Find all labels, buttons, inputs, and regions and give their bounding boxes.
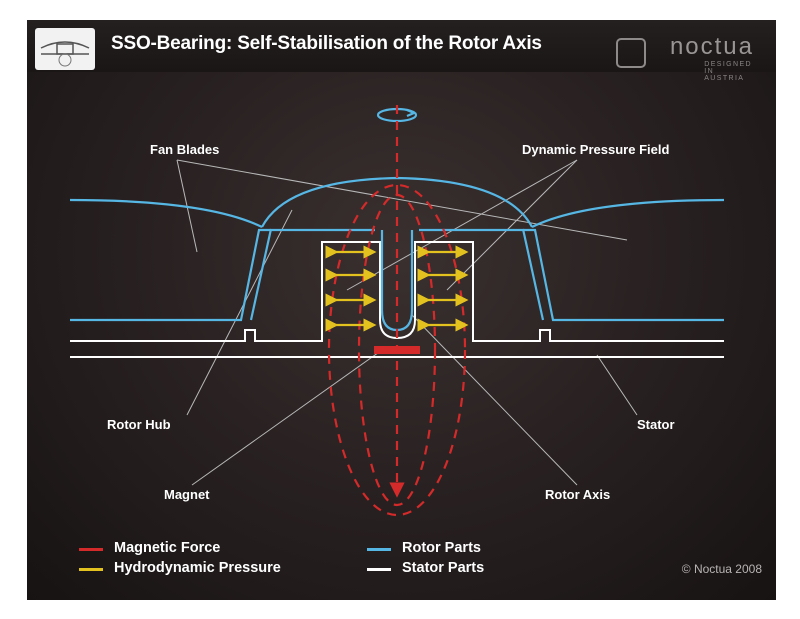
brand-tagline: DESIGNED IN AUSTRIA — [704, 61, 752, 82]
fan-blade-left — [69, 198, 263, 228]
label-fan-blades: Fan Blades — [150, 142, 220, 157]
legend-hydrodynamic-pressure: Hydrodynamic Pressure — [114, 560, 281, 576]
leader-fan-blades-right — [176, 159, 628, 241]
legend-swatch-pressure — [79, 568, 103, 571]
label-magnet: Magnet — [164, 487, 210, 502]
rotation-arrow-icon — [406, 108, 417, 118]
bearing-diagram — [69, 105, 725, 571]
pressure-arrows — [325, 245, 469, 332]
legend-swatch-stator — [367, 568, 391, 571]
owl-icon — [616, 38, 646, 68]
label-dynamic-pressure-field: Dynamic Pressure Field — [522, 142, 670, 157]
magnetic-loop-inner — [357, 193, 437, 507]
diagram-canvas: SSO-Bearing: Self-Stabilisation of the R… — [27, 20, 776, 600]
fan-diagram-icon — [40, 41, 90, 67]
leader-rotor-hub — [186, 209, 293, 416]
brand-name: noctua — [669, 33, 754, 60]
rotor-hub-inner-left — [249, 228, 273, 321]
page-title: SSO-Bearing: Self-Stabilisation of the R… — [111, 33, 542, 54]
header-bar: SSO-Bearing: Self-Stabilisation of the R… — [27, 20, 776, 82]
leader-pressure-right — [446, 159, 578, 291]
legend-rotor-parts: Rotor Parts — [402, 540, 481, 556]
fan-blade-right — [531, 198, 725, 228]
magnetic-loop-outer — [327, 183, 467, 517]
leader-rotor-axis — [411, 314, 578, 486]
rotor-hub-inner-right — [521, 228, 545, 321]
magnetic-field — [327, 105, 467, 517]
legend-magnetic-force: Magnetic Force — [114, 540, 221, 556]
rotor-hub-right — [419, 228, 724, 322]
rotor-hub-left — [70, 228, 375, 322]
label-rotor-axis: Rotor Axis — [545, 487, 611, 502]
legend-stator-parts: Stator Parts — [402, 560, 485, 576]
magnet-block — [374, 346, 420, 354]
copyright-notice: © Noctua 2008 — [681, 562, 762, 576]
leader-pressure-left — [346, 159, 578, 291]
fan-logo — [35, 28, 95, 70]
label-rotor-hub: Rotor Hub — [107, 417, 171, 432]
legend-swatch-rotor — [367, 548, 391, 551]
leader-magnet — [191, 349, 383, 486]
leader-stator — [596, 354, 638, 416]
legend-swatch-magnetic — [79, 548, 103, 551]
label-stator: Stator — [637, 417, 675, 432]
leader-lines — [176, 159, 638, 486]
